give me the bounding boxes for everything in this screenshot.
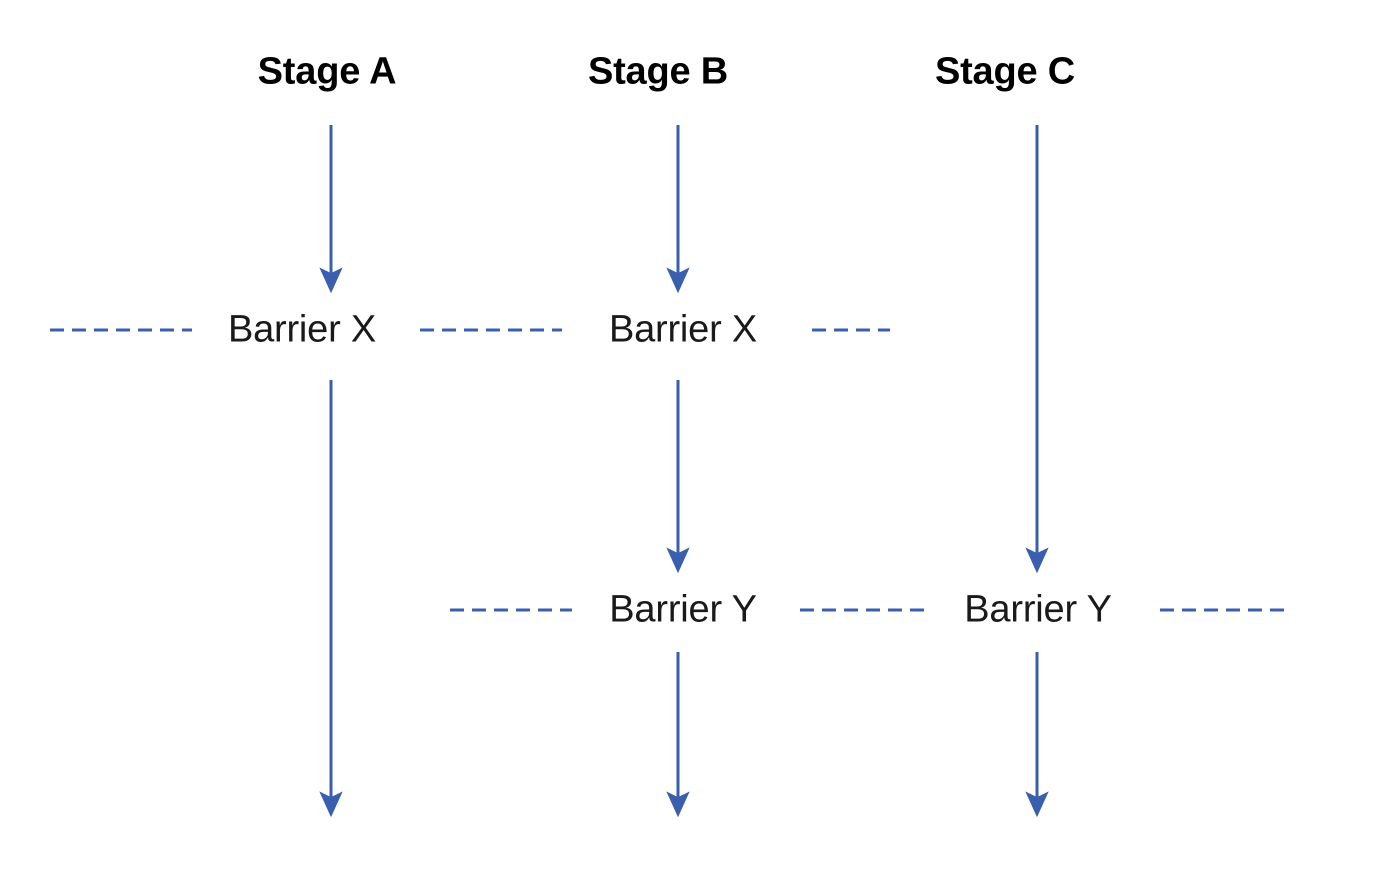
barrier-label-y-c: Barrier Y	[954, 588, 1122, 632]
stage-label-c: Stage C	[934, 50, 1076, 93]
barrier-label-y-b: Barrier Y	[599, 588, 767, 632]
dashed-link-group	[50, 328, 1285, 612]
arrow-group	[319, 125, 1049, 818]
barrier-label-x-b: Barrier X	[598, 308, 768, 352]
stage-label-a: Stage A	[257, 50, 397, 93]
barrier-label-x-a: Barrier X	[217, 308, 387, 352]
stage-label-b: Stage B	[587, 50, 729, 93]
